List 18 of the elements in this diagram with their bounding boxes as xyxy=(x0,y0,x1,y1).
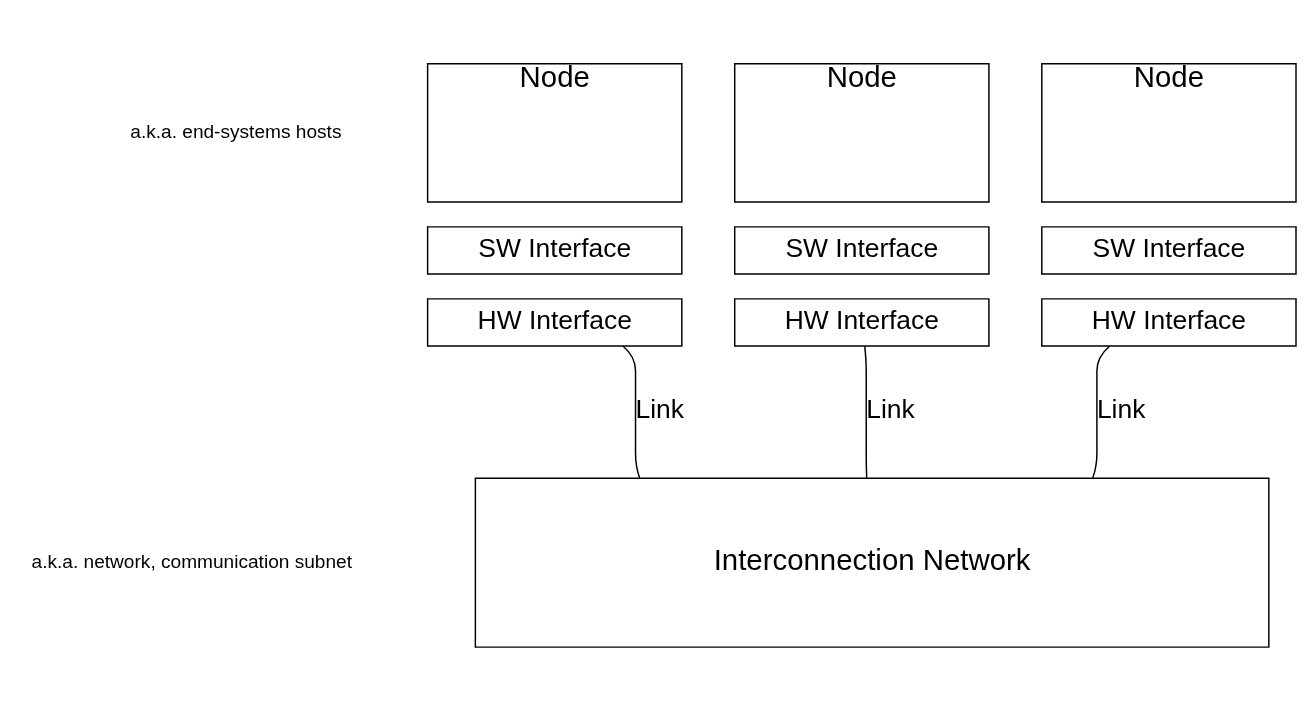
node-box: Node xyxy=(426,63,683,203)
edge-label: Link xyxy=(866,394,915,425)
node-box: Node xyxy=(733,63,990,203)
node-box: Node xyxy=(1041,63,1297,203)
label: a.k.a. network, communication subnet xyxy=(31,550,353,572)
label: a.k.a. end-systems hosts xyxy=(130,120,342,142)
node-box: SW Interface xyxy=(1041,226,1297,275)
node-box: HW Interface xyxy=(1041,298,1297,347)
connector xyxy=(1092,345,1111,479)
node-box: HW Interface xyxy=(426,298,683,347)
node-box: SW Interface xyxy=(426,226,683,275)
connector xyxy=(622,345,641,479)
edge-label: Link xyxy=(635,394,685,425)
node-box: Interconnection Network xyxy=(474,477,1270,648)
connector xyxy=(864,345,868,479)
node-box: HW Interface xyxy=(733,298,990,347)
edge-label: Link xyxy=(1096,394,1146,425)
node-box: SW Interface xyxy=(733,226,990,275)
